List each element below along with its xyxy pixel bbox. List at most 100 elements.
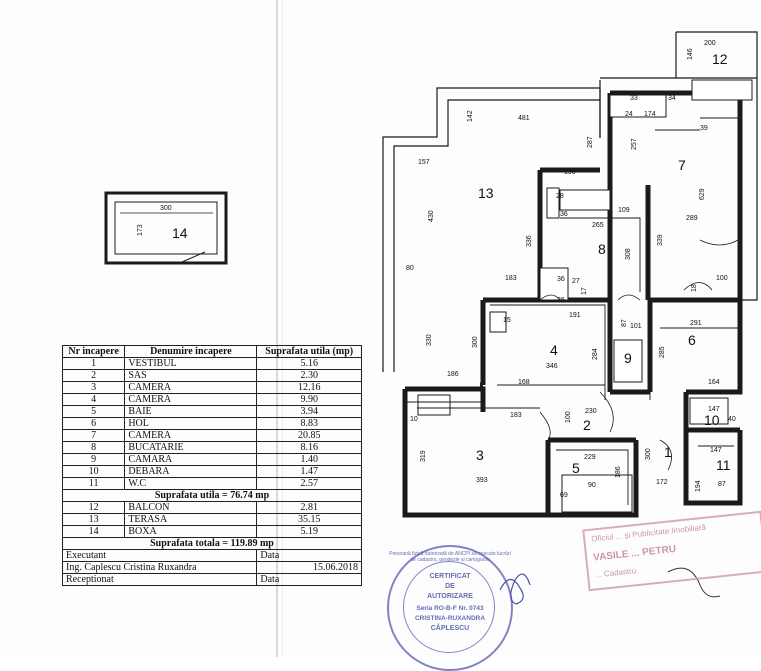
room-14-number: 14	[172, 225, 188, 241]
room-12-number: 12	[712, 51, 728, 67]
room-11-number: 11	[716, 457, 731, 473]
dimension-label: 101	[630, 323, 642, 330]
stamp-line: AUTORIZARE	[427, 593, 473, 600]
dimension-label: 183	[510, 412, 522, 419]
stamp-line: ... Cadastru	[594, 566, 637, 580]
signature-mark	[499, 573, 531, 605]
dimension-label: 90	[588, 482, 596, 489]
dimension-label: 100	[565, 411, 572, 423]
stamp-line: VASILE ... PETRU	[592, 543, 677, 564]
dimension-label: 164	[708, 379, 720, 386]
dimension-label: 87	[718, 481, 726, 488]
room-3-number: 3	[476, 447, 484, 463]
dimension-label: 10	[410, 416, 418, 423]
signature-mark	[667, 567, 721, 598]
dimension-label: 190	[564, 169, 576, 176]
dimension-label: 172	[656, 479, 668, 486]
signature-layer	[499, 567, 721, 605]
dimension-label: 291	[690, 320, 702, 327]
cell-area: 1.47	[256, 465, 362, 478]
dimension-label: 319	[420, 450, 427, 462]
dimension-label: 200	[704, 40, 716, 47]
dimension-label: 300	[472, 336, 479, 348]
dimension-label: 109	[618, 207, 630, 214]
stamp-line: CERTIFICAT	[429, 573, 471, 580]
dimension-label: 69	[560, 492, 568, 499]
stamp-inner-ring	[403, 561, 495, 653]
dimension-label: 265	[592, 222, 604, 229]
room-7-number: 7	[678, 157, 686, 173]
dimension-label: 191	[569, 312, 581, 319]
dimension-label: 174	[644, 111, 656, 118]
room-5-number: 5	[572, 460, 580, 476]
dimension-label: 629	[699, 188, 706, 200]
dimension-label: 330	[426, 334, 433, 346]
dimension-label: 183	[505, 275, 517, 282]
stamp-ring-text: Persoană fizică autorizată de ANCPI să e…	[389, 551, 511, 563]
room-6-number: 6	[688, 332, 696, 348]
dimension-label: 229	[584, 454, 596, 461]
dimension-label: 300	[645, 448, 652, 460]
dimension-label: 36	[560, 211, 568, 218]
dimension-label: 336	[526, 235, 533, 247]
dimension-label: 393	[476, 477, 488, 484]
dimension-label: 17	[581, 287, 588, 295]
dimension-label: 289	[686, 215, 698, 222]
room-13-number: 13	[478, 185, 494, 201]
page-fold-shadow	[282, 0, 283, 657]
dimension-label: 147	[708, 406, 720, 413]
dimension-label: 15	[503, 317, 511, 324]
room-8-number: 8	[598, 241, 606, 257]
dimension-label: 285	[659, 346, 666, 358]
dimension-label: 230	[585, 408, 597, 415]
dimension-label: 18	[691, 284, 698, 292]
dimension-label: 100	[716, 275, 728, 282]
dimension-label: 168	[518, 379, 530, 386]
dimension-label: 173	[137, 224, 144, 236]
dimension-label: 257	[631, 138, 638, 150]
room-10-number: 10	[704, 412, 720, 428]
dimension-label: 147	[710, 447, 722, 454]
dimension-label: 146	[687, 48, 694, 60]
dimension-label: 142	[467, 110, 474, 122]
dimension-label: 186	[615, 466, 622, 478]
storage-box-14	[104, 191, 228, 265]
dimension-label: 80	[406, 265, 414, 272]
footer-value: Data	[256, 573, 362, 586]
dimension-label: 300	[160, 205, 172, 212]
dimension-label: 34	[668, 95, 676, 102]
dimension-label: 27	[572, 278, 580, 285]
stamp-line: DE	[445, 583, 455, 590]
room-4-number: 4	[550, 342, 558, 358]
dimension-label: 26	[557, 297, 565, 304]
dimension-label: 339	[657, 234, 664, 246]
dimension-label: 87	[621, 319, 628, 327]
dimension-label: 36	[557, 276, 565, 283]
dimension-label: 40	[728, 416, 736, 423]
dimension-label: 481	[518, 115, 530, 122]
room-area-table: Nr incapere Denumire incapere Suprafata …	[61, 345, 362, 586]
dimension-label: 24	[625, 111, 633, 118]
dimension-label: 39	[700, 125, 708, 132]
dimension-label: 308	[625, 248, 632, 260]
dimension-label: 284	[592, 348, 599, 360]
floor-plan: 1 2 3 4 5 6 7 8 9 10 11 12 13 14 481 142…	[104, 31, 758, 518]
dimension-label: 194	[695, 480, 702, 492]
room-1-number: 1	[664, 444, 672, 460]
stamp-line: CRISTINA-RUXANDRA	[414, 615, 486, 622]
stamp-line: Oficiul ... și Publicitate Imobiliară	[590, 522, 707, 544]
dimension-label: 33	[630, 95, 638, 102]
cell-area: 5.19	[256, 525, 362, 538]
dimension-label: 346	[546, 363, 558, 370]
